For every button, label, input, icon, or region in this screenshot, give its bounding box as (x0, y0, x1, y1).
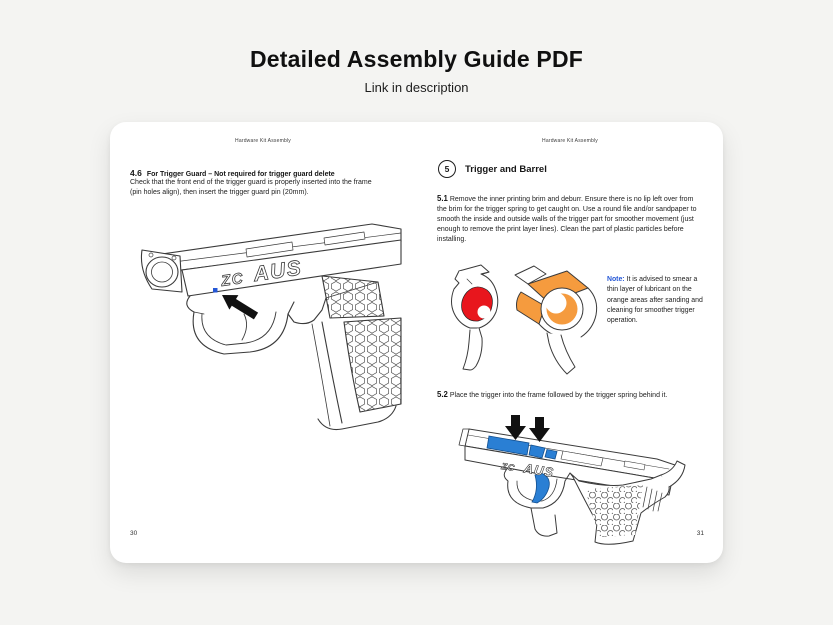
brim-hole (477, 305, 491, 319)
step-text: Place the trigger into the frame followe… (449, 392, 668, 399)
section-5-heading: 5 Trigger and Barrel (438, 160, 547, 178)
pdf-page-spread: Hardware Kit Assembly 4.6 For Trigger Gua… (110, 122, 723, 563)
pointer-arrow-icon (222, 295, 259, 320)
trigger-part-orange-lube-illustration (514, 265, 598, 375)
note-text: It is advised to smear a thin layer of l… (607, 276, 703, 325)
blue-trigger-bar-parts (486, 435, 558, 460)
pistol-trigger-install-illustration: ZC AUS (458, 415, 686, 545)
note-label: Note: (607, 276, 625, 283)
orange-side-band (516, 291, 546, 325)
down-arrow-icon (529, 417, 550, 442)
page-subtitle: Link in description (364, 80, 469, 95)
right-page-number: 31 (696, 530, 704, 537)
section-4-6-body: Check that the front end of the trigger … (130, 179, 372, 196)
section-number-badge: 5 (438, 160, 456, 178)
pin-hole-dot (213, 288, 218, 293)
blue-trigger (531, 472, 550, 504)
pistol-frame-front-illustration: ZC AUS (140, 223, 402, 431)
crescent-cutout (545, 292, 567, 314)
note-block: Note: It is advised to smear a thin laye… (607, 275, 706, 327)
down-arrow-icon (505, 415, 526, 440)
section-number: 4.6 (130, 168, 142, 178)
right-running-header: Hardware Kit Assembly (542, 138, 598, 144)
section-5-title: Trigger and Barrel (465, 163, 547, 175)
step-number: 5.2 (437, 390, 448, 399)
step-number: 5.1 (437, 194, 448, 203)
trigger-part-red-brim-illustration (451, 264, 499, 371)
left-running-header: Hardware Kit Assembly (235, 138, 291, 144)
page-title: Detailed Assembly Guide PDF (249, 46, 584, 72)
step-text: Remove the inner printing brim and debur… (437, 196, 697, 243)
section-title: For Trigger Guard – Not required for tri… (146, 171, 335, 178)
frame-engraving: ZC AUS (499, 456, 555, 481)
left-page-number: 30 (130, 530, 138, 537)
section-4-6-heading: 4.6 For Trigger Guard – Not required for … (130, 163, 410, 181)
